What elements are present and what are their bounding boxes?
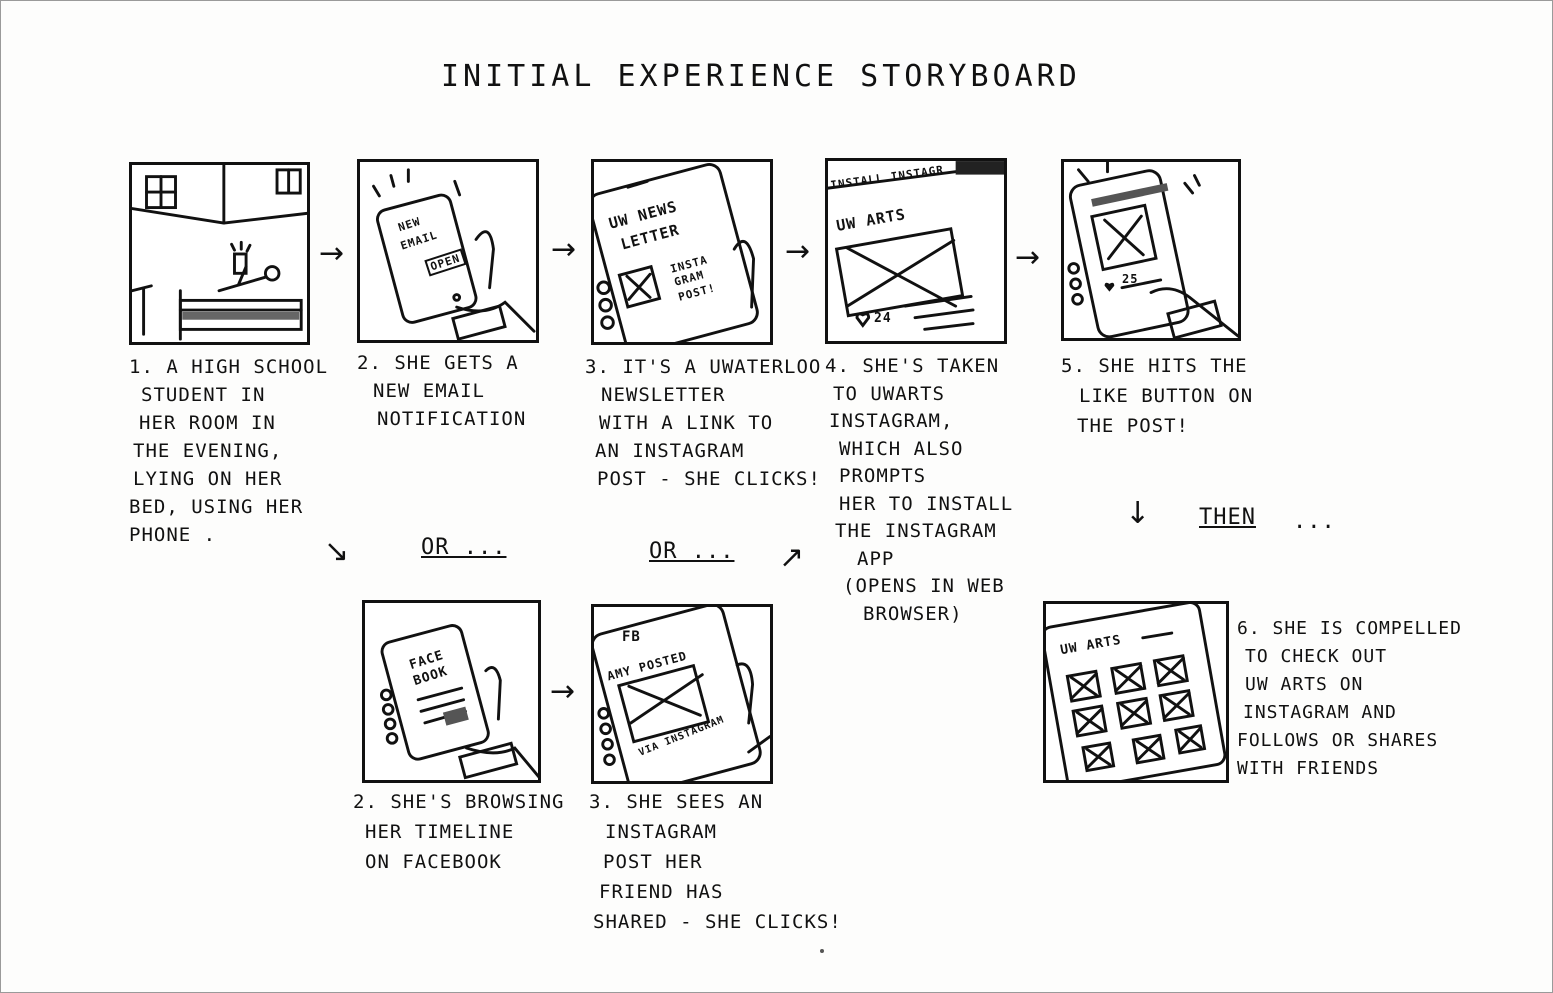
panel-4-uwarts-instagram: INSTALL INSTAGR UW ARTS 24 <box>825 158 1007 344</box>
profile-grid-sketch <box>1046 604 1226 780</box>
caption-6-line: TO CHECK OUT <box>1245 646 1388 667</box>
caption-1-line: LYING ON HER <box>133 468 283 490</box>
caption-6-line: UW ARTS ON <box>1245 674 1364 695</box>
caption-4-line: (OPENS IN WEB <box>843 575 1005 597</box>
caption-1-line: BED, USING HER <box>129 496 304 518</box>
caption-3b: 3. SHE SEES AN INSTAGRAM POST HER FRIEND… <box>589 787 842 937</box>
caption-3b-line: FRIEND HAS <box>599 881 724 903</box>
bedroom-sketch <box>132 165 307 341</box>
caption-3-line: 3. IT'S A UWATERLOO <box>585 356 822 378</box>
phone-email-sketch <box>372 168 536 340</box>
caption-3-line: POST - SHE CLICKS! <box>597 468 821 490</box>
panel-3b-friend-shared-post: FB AMY POSTED VIA INSTAGRAM <box>591 604 773 784</box>
panel-6-uwarts-profile: UW ARTS <box>1043 601 1229 783</box>
caption-2b-line: 2. SHE'S BROWSING <box>353 791 565 813</box>
caption-4-line: WHICH ALSO <box>839 437 964 460</box>
browser-instagram-sketch <box>828 161 1004 331</box>
caption-4-line: TO UWARTS <box>833 382 945 405</box>
panel-3-newsletter: UW NEWS LETTER INSTA GRAM POST! <box>591 159 773 345</box>
caption-5-line: LIKE BUTTON ON <box>1079 385 1254 407</box>
arrow-2b-to-3b: → <box>550 674 576 709</box>
caption-6-line: FOLLOWS OR SHARES <box>1237 730 1439 751</box>
caption-1: 1. A HIGH SCHOOL STUDENT IN HER ROOM IN … <box>129 353 328 549</box>
caption-3-line: NEWSLETTER <box>601 384 726 406</box>
panel-3b-fb-header: FB <box>622 629 641 645</box>
caption-2-line: NEW EMAIL <box>373 380 485 402</box>
caption-2b: 2. SHE'S BROWSING HER TIMELINE ON FACEBO… <box>353 787 564 877</box>
phone-newsletter-sketch <box>594 163 759 342</box>
arrow-3-to-4: → <box>785 234 811 269</box>
or-note-2: OR ... <box>649 539 735 564</box>
phone-facebook-post-sketch <box>594 607 770 781</box>
caption-1-line: HER ROOM IN <box>139 412 276 434</box>
caption-1-line: 1. A HIGH SCHOOL <box>129 356 329 378</box>
caption-3b-line: POST HER <box>603 851 703 873</box>
caption-4: 4. SHE'S TAKEN TO UWARTS INSTAGRAM, WHIC… <box>825 353 1013 628</box>
caption-5-line: 5. SHE HITS THE <box>1061 355 1248 377</box>
arrow-2-to-3: → <box>551 232 577 267</box>
arrow-1-to-2b: ↘ <box>324 534 350 569</box>
caption-1-line: STUDENT IN <box>141 384 266 406</box>
caption-4-line: BROWSER) <box>863 602 963 625</box>
caption-4-line: PROMPTS <box>839 465 927 487</box>
panel-4-like-count: 24 <box>874 311 892 326</box>
caption-2: 2. SHE GETS A NEW EMAIL NOTIFICATION <box>357 349 526 433</box>
panel-5-like-post: 25 <box>1061 159 1241 341</box>
caption-4-line: APP <box>857 547 895 570</box>
caption-2-line: 2. SHE GETS A <box>357 352 519 374</box>
caption-6-line: INSTAGRAM AND <box>1243 702 1397 723</box>
caption-3b-line: SHARED - SHE CLICKS! <box>593 911 842 933</box>
caption-4-line: 4. SHE'S TAKEN <box>825 355 1000 377</box>
panel-5-like-count: 25 <box>1122 272 1139 286</box>
then-note: THEN <box>1199 505 1256 530</box>
panel-2-email-notification: NEW EMAIL OPEN <box>357 159 539 343</box>
caption-6: 6. SHE IS COMPELLED TO CHECK OUT UW ARTS… <box>1237 615 1462 783</box>
panel-1-bedroom <box>129 162 310 345</box>
caption-2b-line: HER TIMELINE <box>365 821 515 843</box>
caption-3: 3. IT'S A UWATERLOO NEWSLETTER WITH A LI… <box>585 353 821 493</box>
caption-3-line: WITH A LINK TO <box>599 412 774 434</box>
caption-5-line: THE POST! <box>1077 415 1189 437</box>
arrow-1-to-2: → <box>319 236 345 271</box>
panel-2b-facebook-timeline: FACE BOOK <box>362 600 541 783</box>
phone-facebook-sketch <box>379 624 538 780</box>
caption-4-line: THE INSTAGRAM <box>835 520 997 542</box>
caption-1-line: THE EVENING, <box>133 440 283 462</box>
or-note-1: OR ... <box>421 535 507 560</box>
phone-like-sketch <box>1067 162 1238 338</box>
arrow-3b-to-4: ↗ <box>779 540 805 575</box>
arrow-5-to-6: ↓ <box>1125 496 1151 531</box>
caption-2b-line: ON FACEBOOK <box>365 851 502 873</box>
storyboard-title: INITIAL EXPERIENCE STORYBOARD <box>441 59 1081 94</box>
caption-6-line: WITH FRIENDS <box>1237 758 1380 779</box>
stray-ink-dot <box>820 949 824 953</box>
arrow-4-to-5: → <box>1015 240 1041 275</box>
then-ellipsis: ... <box>1293 509 1336 534</box>
caption-4-line: INSTAGRAM, <box>829 410 954 432</box>
caption-1-line: PHONE . <box>129 524 217 546</box>
caption-3b-line: 3. SHE SEES AN <box>589 791 764 813</box>
caption-5: 5. SHE HITS THE LIKE BUTTON ON THE POST! <box>1061 351 1253 441</box>
caption-4-line: HER TO INSTALL <box>839 492 1014 515</box>
caption-3-line: AN INSTAGRAM <box>595 440 745 462</box>
caption-6-line: 6. SHE IS COMPELLED <box>1237 618 1462 639</box>
caption-3b-line: INSTAGRAM <box>605 821 717 843</box>
caption-2-line: NOTIFICATION <box>377 408 527 430</box>
